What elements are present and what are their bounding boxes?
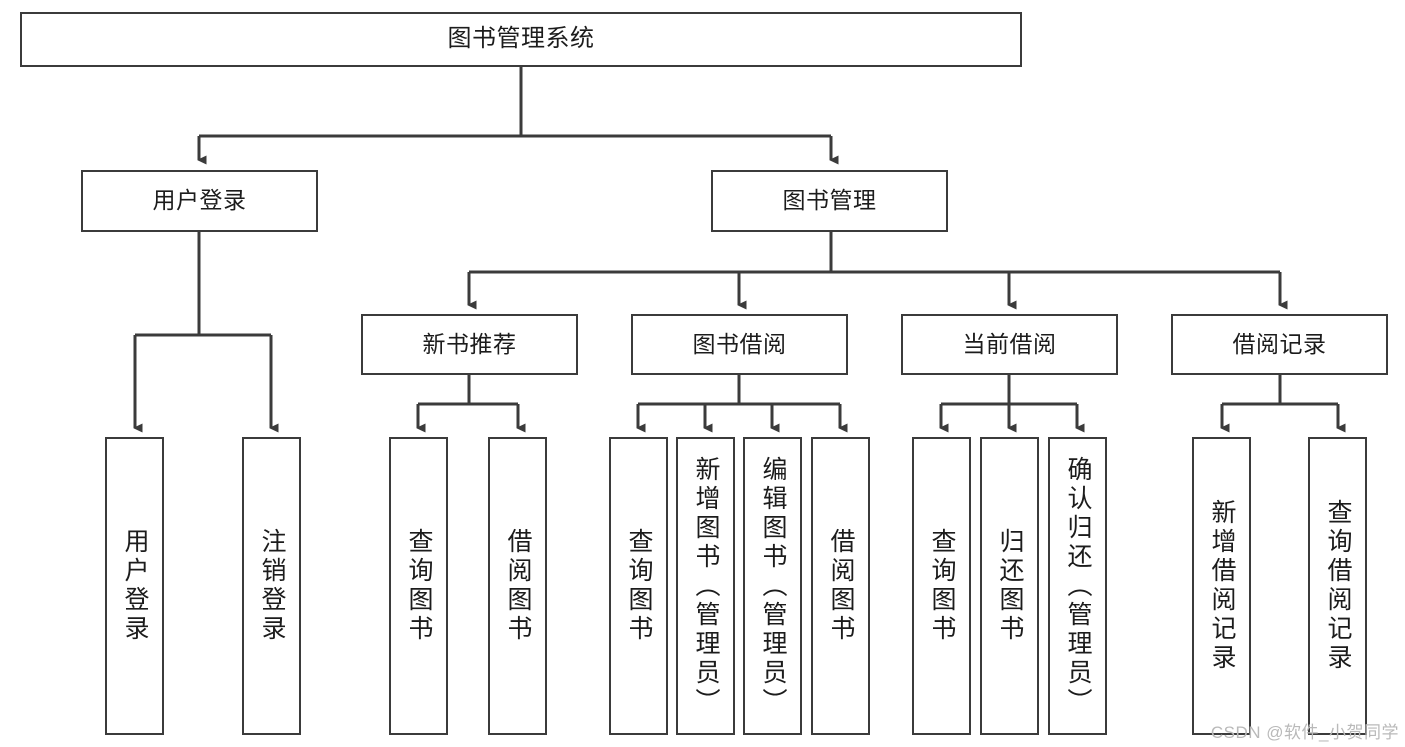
node-leaf-logout-login[interactable]: 注销登录 [242,437,301,735]
node-book-borrow[interactable]: 图书借阅 [631,314,848,375]
node-book-borrow-label: 图书借阅 [692,330,787,357]
node-leaf-add-book-label: 新增图书（管理员） [692,455,720,717]
node-leaf-confirm-return-label: 确认归还（管理员） [1064,455,1092,717]
node-leaf-confirm-return[interactable]: 确认归还（管理员） [1048,437,1107,735]
node-leaf-user-login-label: 用户登录 [121,528,149,644]
node-leaf-query-record[interactable]: 查询借阅记录 [1308,437,1367,735]
node-leaf-borrow-book-1[interactable]: 借阅图书 [488,437,547,735]
node-leaf-query-book-2[interactable]: 查询图书 [609,437,668,735]
node-current-borrow[interactable]: 当前借阅 [901,314,1118,375]
node-leaf-borrow-book-2[interactable]: 借阅图书 [811,437,870,735]
node-borrow-record-label: 借阅记录 [1232,330,1327,357]
node-new-book-recommend-label: 新书推荐 [422,330,517,357]
node-leaf-query-record-label: 查询借阅记录 [1324,499,1352,673]
node-leaf-query-book-2-label: 查询图书 [625,528,653,644]
node-leaf-user-login[interactable]: 用户登录 [105,437,164,735]
node-borrow-record[interactable]: 借阅记录 [1171,314,1388,375]
node-leaf-logout-login-label: 注销登录 [258,528,286,644]
node-new-book-recommend[interactable]: 新书推荐 [361,314,578,375]
node-current-borrow-label: 当前借阅 [962,330,1057,357]
node-leaf-query-book-3[interactable]: 查询图书 [912,437,971,735]
node-leaf-query-book-1-label: 查询图书 [405,528,433,644]
node-leaf-query-book-3-label: 查询图书 [928,528,956,644]
node-leaf-return-book-label: 归还图书 [996,528,1024,644]
node-leaf-borrow-book-1-label: 借阅图书 [504,528,532,644]
node-leaf-add-book[interactable]: 新增图书（管理员） [676,437,735,735]
node-book-manage-label: 图书管理 [782,187,877,214]
node-user-login[interactable]: 用户登录 [81,170,318,232]
node-user-login-label: 用户登录 [152,187,247,214]
node-leaf-edit-book[interactable]: 编辑图书（管理员） [743,437,802,735]
csdn-watermark: CSDN @软件_小贺同学 [1210,723,1399,742]
node-leaf-return-book[interactable]: 归还图书 [980,437,1039,735]
node-leaf-edit-book-label: 编辑图书（管理员） [759,455,787,717]
node-leaf-add-record[interactable]: 新增借阅记录 [1192,437,1251,735]
node-leaf-borrow-book-2-label: 借阅图书 [827,528,855,644]
node-root-label: 图书管理系统 [447,25,595,53]
node-leaf-query-book-1[interactable]: 查询图书 [389,437,448,735]
node-leaf-add-record-label: 新增借阅记录 [1208,499,1236,673]
node-root[interactable]: 图书管理系统 [20,12,1022,67]
node-book-manage[interactable]: 图书管理 [711,170,948,232]
